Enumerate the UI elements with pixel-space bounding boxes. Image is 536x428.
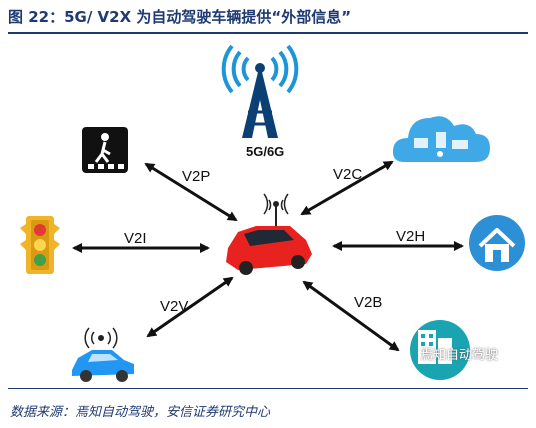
connected-vehicle-icon <box>72 327 134 382</box>
watermark: 焉知自动驾驶 <box>420 348 499 363</box>
link-label-v2h: V2H <box>396 228 426 245</box>
title-divider <box>8 32 528 34</box>
link-label-v2c: V2C <box>333 166 363 183</box>
car-icon <box>226 193 312 275</box>
link-label-v2v: V2V <box>160 298 189 315</box>
arrow-v2c <box>300 160 394 216</box>
link-label-v2p: V2P <box>182 168 211 185</box>
link-label-v2b: V2B <box>354 294 383 311</box>
source-divider <box>8 388 528 389</box>
link-label-v2i: V2I <box>124 230 147 247</box>
building-icon <box>410 320 470 380</box>
cloud-icon <box>392 116 490 162</box>
arrow-v2v <box>146 276 234 338</box>
tower-label: 5G/6G <box>246 144 285 159</box>
arrow-v2b <box>302 280 400 352</box>
home-icon <box>469 215 525 271</box>
arrow-v2p <box>144 162 238 222</box>
figure-title: 图 22：5G/ V2X 为自动驾驶车辆提供“外部信息” <box>8 8 352 26</box>
figure-source: 数据来源：焉知自动驾驶，安信证券研究中心 <box>10 405 271 420</box>
traffic-light-icon <box>20 216 60 274</box>
pedestrian-crossing-icon <box>82 127 128 173</box>
cell-tower-icon <box>221 44 299 138</box>
